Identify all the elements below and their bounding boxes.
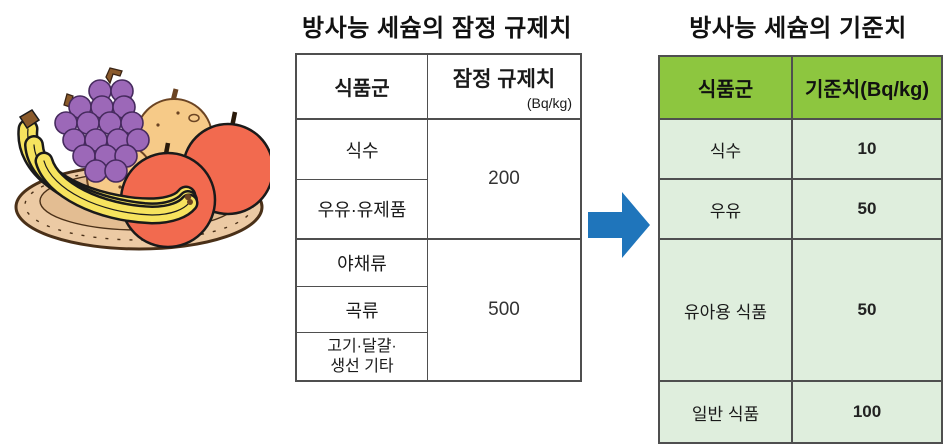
standard-value-general-food: 100 [852, 402, 882, 421]
provisional-row-drinking-water: 식수 [297, 120, 428, 180]
standard-row-general-food: 일반 식품 [660, 382, 793, 442]
provisional-row-meat-egg-fish: 고기·달걀· 생선 기타 [297, 333, 428, 380]
right-arrow-icon [588, 192, 650, 258]
standard-value-milk: 50 [793, 180, 941, 240]
provisional-row-milk-dairy: 우유·유제품 [297, 180, 428, 240]
provisional-value-500: 500 [488, 299, 520, 320]
standard-value-drinking-water: 10 [793, 120, 941, 180]
standard-table: 식품군 기준치(Bq/kg) 식수 10 우유 50 유아용 식품 50 일반 … [658, 55, 943, 444]
provisional-row-meat-egg-fish-line1: 고기·달걀· [327, 337, 397, 355]
provisional-header-value-label: 잠정 규제치 [452, 67, 556, 91]
standard-value-infant-food: 50 [793, 240, 941, 382]
provisional-table: 식품군 잠정 규제치 (Bq/kg) 식수 우유·유제품 200 야채류 곡류 … [295, 53, 582, 382]
provisional-header-food: 식품군 [297, 55, 428, 120]
standard-row-infant-food: 유아용 식품 [660, 240, 793, 382]
provisional-row-meat-egg-fish-line2: 생선 기타 [330, 357, 394, 375]
bananas [17, 109, 199, 225]
grapes [54, 67, 150, 183]
standard-row-milk: 우유 [660, 180, 793, 240]
standard-table-title: 방사능 세슘의 기준치 [689, 15, 907, 42]
fruit-basket-illustration [14, 67, 270, 251]
standard-header-food: 식품군 [660, 57, 793, 120]
provisional-header-value: 잠정 규제치 (Bq/kg) [428, 55, 580, 120]
provisional-header-unit: (Bq/kg) [526, 94, 572, 111]
provisional-value-200: 200 [428, 120, 580, 240]
standard-header-value: 기준치(Bq/kg) [793, 57, 941, 120]
standard-row-drinking-water: 식수 [660, 120, 793, 180]
provisional-row-vegetables: 야채류 [297, 240, 428, 287]
provisional-table-title: 방사능 세슘의 잠정 규제치 [302, 15, 572, 42]
provisional-row-grains: 곡류 [297, 287, 428, 333]
